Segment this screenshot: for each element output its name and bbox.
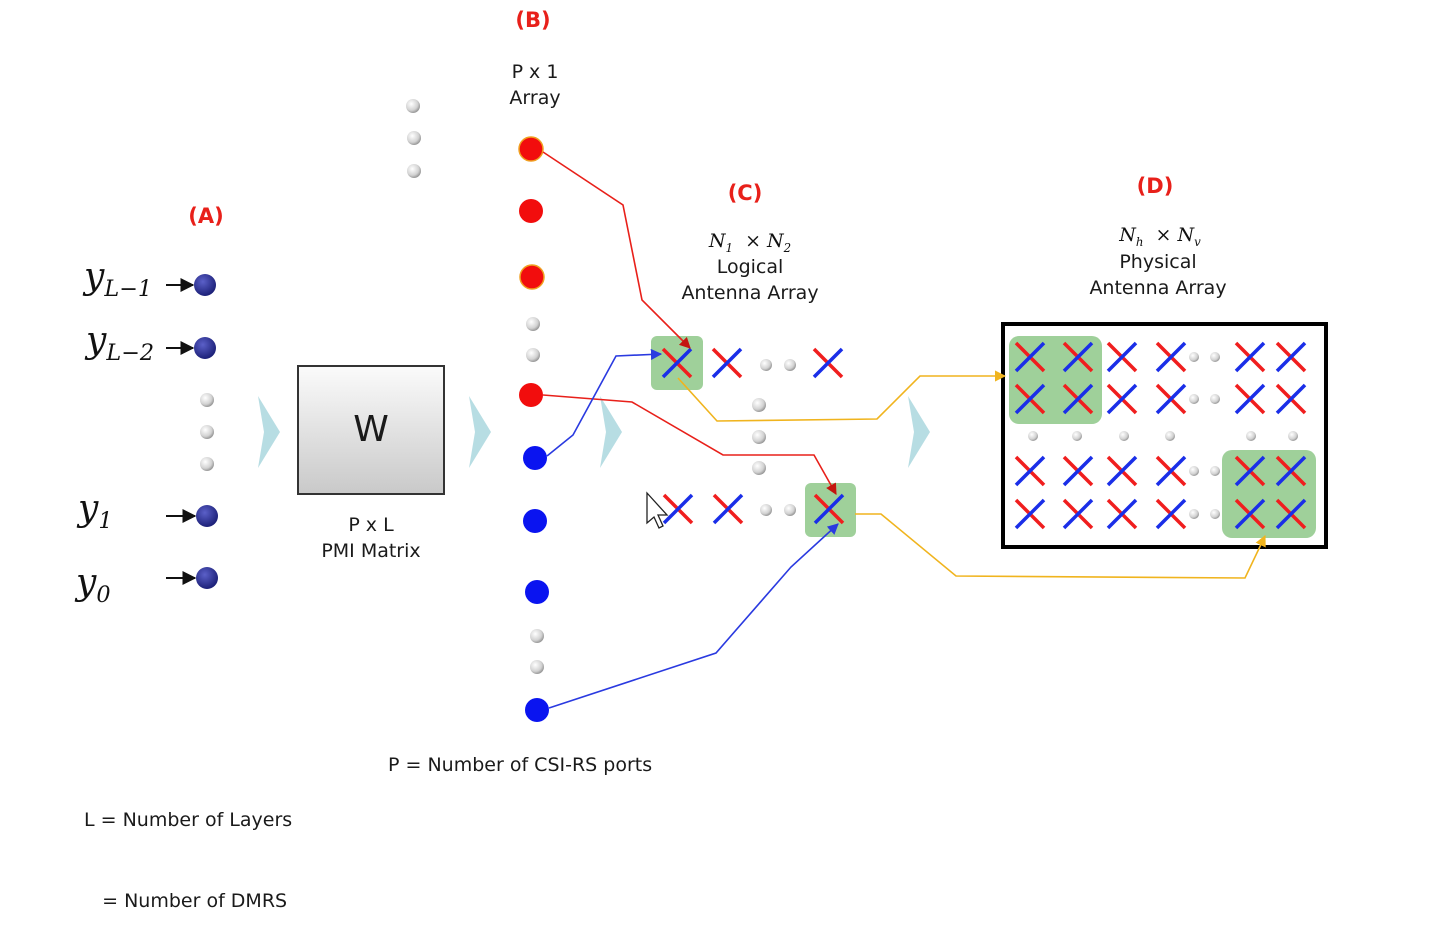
link-yellow-2 <box>855 513 1266 579</box>
cross-polarized-antenna-icon <box>1014 341 1046 373</box>
cross-polarized-antenna-icon <box>1275 383 1307 415</box>
cross-polarized-antenna-icon <box>1275 341 1307 373</box>
legend-layers-line: L = Number of Layers <box>84 809 293 831</box>
cross-polarized-antenna-icon <box>1062 341 1094 373</box>
section-label-a: (A) <box>188 204 224 228</box>
link-blue-1 <box>546 348 663 457</box>
legend-layers: L = Number of Layers = Number of DMRS <box>84 753 292 942</box>
physical-antenna-array <box>1014 341 1307 530</box>
flow-arrows <box>258 396 930 468</box>
cross-polarized-antenna-icon <box>1155 341 1187 373</box>
cross-polarized-antenna-icon <box>1014 383 1046 415</box>
flow-arrow-icon <box>600 396 622 468</box>
cross-polarized-antenna-icon <box>1014 498 1046 530</box>
ellipsis-dots-icon <box>1028 431 1038 441</box>
pmi-matrix-box <box>297 365 445 495</box>
legend-dmrs-line: = Number of DMRS <box>84 890 288 912</box>
section-label-c: (C) <box>727 181 763 205</box>
cross-polarized-antenna-icon <box>812 347 844 379</box>
cross-polarized-antenna-icon <box>1234 341 1266 373</box>
cross-polarized-antenna-icon <box>662 493 694 525</box>
input-label-l-minus-2: yL−2 <box>86 320 155 367</box>
logical-array-caption-2: Antenna Array <box>681 282 819 304</box>
cross-polarized-antenna-icon <box>1155 498 1187 530</box>
logical-array-caption-1: Logical <box>716 256 784 278</box>
cross-polarized-antenna-icon <box>1155 455 1187 487</box>
logical-array-caption: Logical Antenna Array <box>650 254 850 306</box>
ellipsis-dots-icon <box>1189 352 1199 362</box>
ellipsis-dots-icon <box>1210 466 1220 476</box>
cross-polarized-antenna-icon <box>1234 383 1266 415</box>
ellipsis-dots-icon <box>1189 509 1199 519</box>
ellipsis-dots-icon <box>1072 431 1082 441</box>
physical-array-dimensions: Nh × Nv <box>1119 224 1201 249</box>
cross-polarized-antenna-icon <box>1062 383 1094 415</box>
ellipsis-dots-icon <box>1288 431 1298 441</box>
cross-polarized-antenna-icon <box>813 493 845 525</box>
ellipsis-dots-icon <box>1210 352 1220 362</box>
pmi-caption-dims: P x L <box>348 514 394 536</box>
cross-polarized-antenna-icon <box>1062 498 1094 530</box>
link-red-1 <box>542 151 691 349</box>
cross-polarized-antenna-icon <box>711 347 743 379</box>
cross-polarized-antenna-icon <box>1155 383 1187 415</box>
flow-arrow-icon <box>258 396 280 468</box>
cross-polarized-antenna-icon <box>1275 498 1307 530</box>
ellipsis-dots-icon <box>1189 394 1199 404</box>
csi-rs-port-column <box>518 136 549 722</box>
cross-polarized-antenna-icon <box>1062 455 1094 487</box>
physical-array-caption-2: Antenna Array <box>1089 277 1227 299</box>
cross-polarized-antenna-icon <box>1014 455 1046 487</box>
cross-polarized-antenna-icon <box>1106 383 1138 415</box>
ellipsis-dots-icon <box>1189 466 1199 476</box>
cross-polarized-antenna-icon <box>1106 341 1138 373</box>
port-array-caption: P x 1 Array <box>480 59 590 111</box>
input-label-0: y0 <box>76 562 111 609</box>
cross-polarized-antenna-icon <box>1106 498 1138 530</box>
cross-polarized-antenna-icon <box>661 347 693 379</box>
cross-polarized-antenna-icon <box>712 493 744 525</box>
link-yellow-1 <box>677 370 1007 422</box>
input-layer-nodes <box>166 274 218 589</box>
ellipsis-dots-icon <box>1165 431 1175 441</box>
ellipsis-dots-icon <box>1210 394 1220 404</box>
pmi-caption: P x L PMI Matrix <box>290 512 452 564</box>
port-to-element-links <box>542 151 1266 709</box>
link-blue-2 <box>548 523 839 709</box>
mouse-cursor-icon <box>646 491 669 529</box>
pmi-caption-name: PMI Matrix <box>321 540 421 562</box>
logical-array-dimensions: N1 × N2 <box>708 230 792 255</box>
section-label-b: (B) <box>515 8 551 32</box>
pmi-matrix-symbol: W <box>353 409 389 450</box>
link-red-2 <box>542 394 837 495</box>
cross-polarized-antenna-icon <box>1106 455 1138 487</box>
legend-ports: P = Number of CSI-RS ports <box>388 754 653 776</box>
physical-array-caption-1: Physical <box>1119 251 1197 273</box>
port-array-name: Array <box>509 87 561 109</box>
physical-array-caption: Physical Antenna Array <box>1058 249 1258 301</box>
flow-arrow-icon <box>469 396 491 468</box>
ellipsis-dots-icon <box>1119 431 1129 441</box>
input-label-l-minus-1: yL−1 <box>84 256 153 303</box>
ellipsis-dots-icon <box>1246 431 1256 441</box>
cross-polarized-antenna-icon <box>1234 455 1266 487</box>
port-array-dims: P x 1 <box>511 61 559 83</box>
antenna-mapping-diagram <box>166 99 1328 722</box>
cross-polarized-antenna-icon <box>1234 498 1266 530</box>
logical-antenna-array <box>661 347 845 525</box>
ellipsis-dots-icon <box>1210 509 1220 519</box>
flow-arrow-icon <box>908 396 930 468</box>
section-label-d: (D) <box>1136 174 1174 198</box>
ellipsis-dots-icon <box>406 99 421 178</box>
input-label-1: y1 <box>78 488 113 535</box>
cross-polarized-antenna-icon <box>1275 455 1307 487</box>
